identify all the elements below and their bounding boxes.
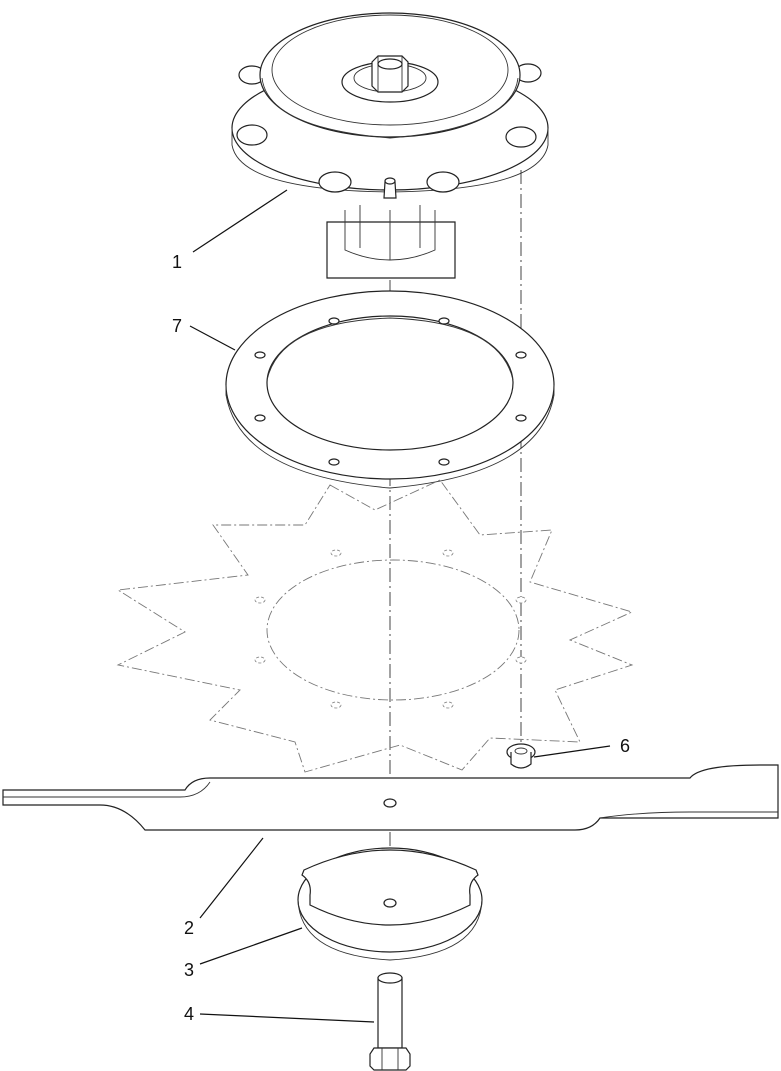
- spacer-ring: [225, 290, 555, 489]
- spindle-assembly: [231, 12, 549, 279]
- blade: [2, 764, 779, 831]
- blade-cup: [297, 847, 483, 961]
- callout-6: 6: [620, 736, 630, 756]
- leader-line-7: [189, 325, 236, 351]
- leader-line-2: [199, 837, 264, 919]
- callout-1: 1: [172, 252, 182, 272]
- callout-7: 7: [172, 316, 182, 336]
- leader-line-3: [199, 927, 303, 965]
- callout-3: 3: [184, 960, 194, 980]
- callout-2: 2: [184, 918, 194, 938]
- reference-deck-plate: [116, 479, 634, 773]
- leader-line-1: [192, 189, 288, 253]
- leader-line-6: [533, 745, 611, 758]
- bolt: [369, 972, 411, 1071]
- leader-line-4: [199, 1013, 375, 1023]
- flange-nut: [506, 743, 536, 769]
- callout-4: 4: [184, 1004, 194, 1024]
